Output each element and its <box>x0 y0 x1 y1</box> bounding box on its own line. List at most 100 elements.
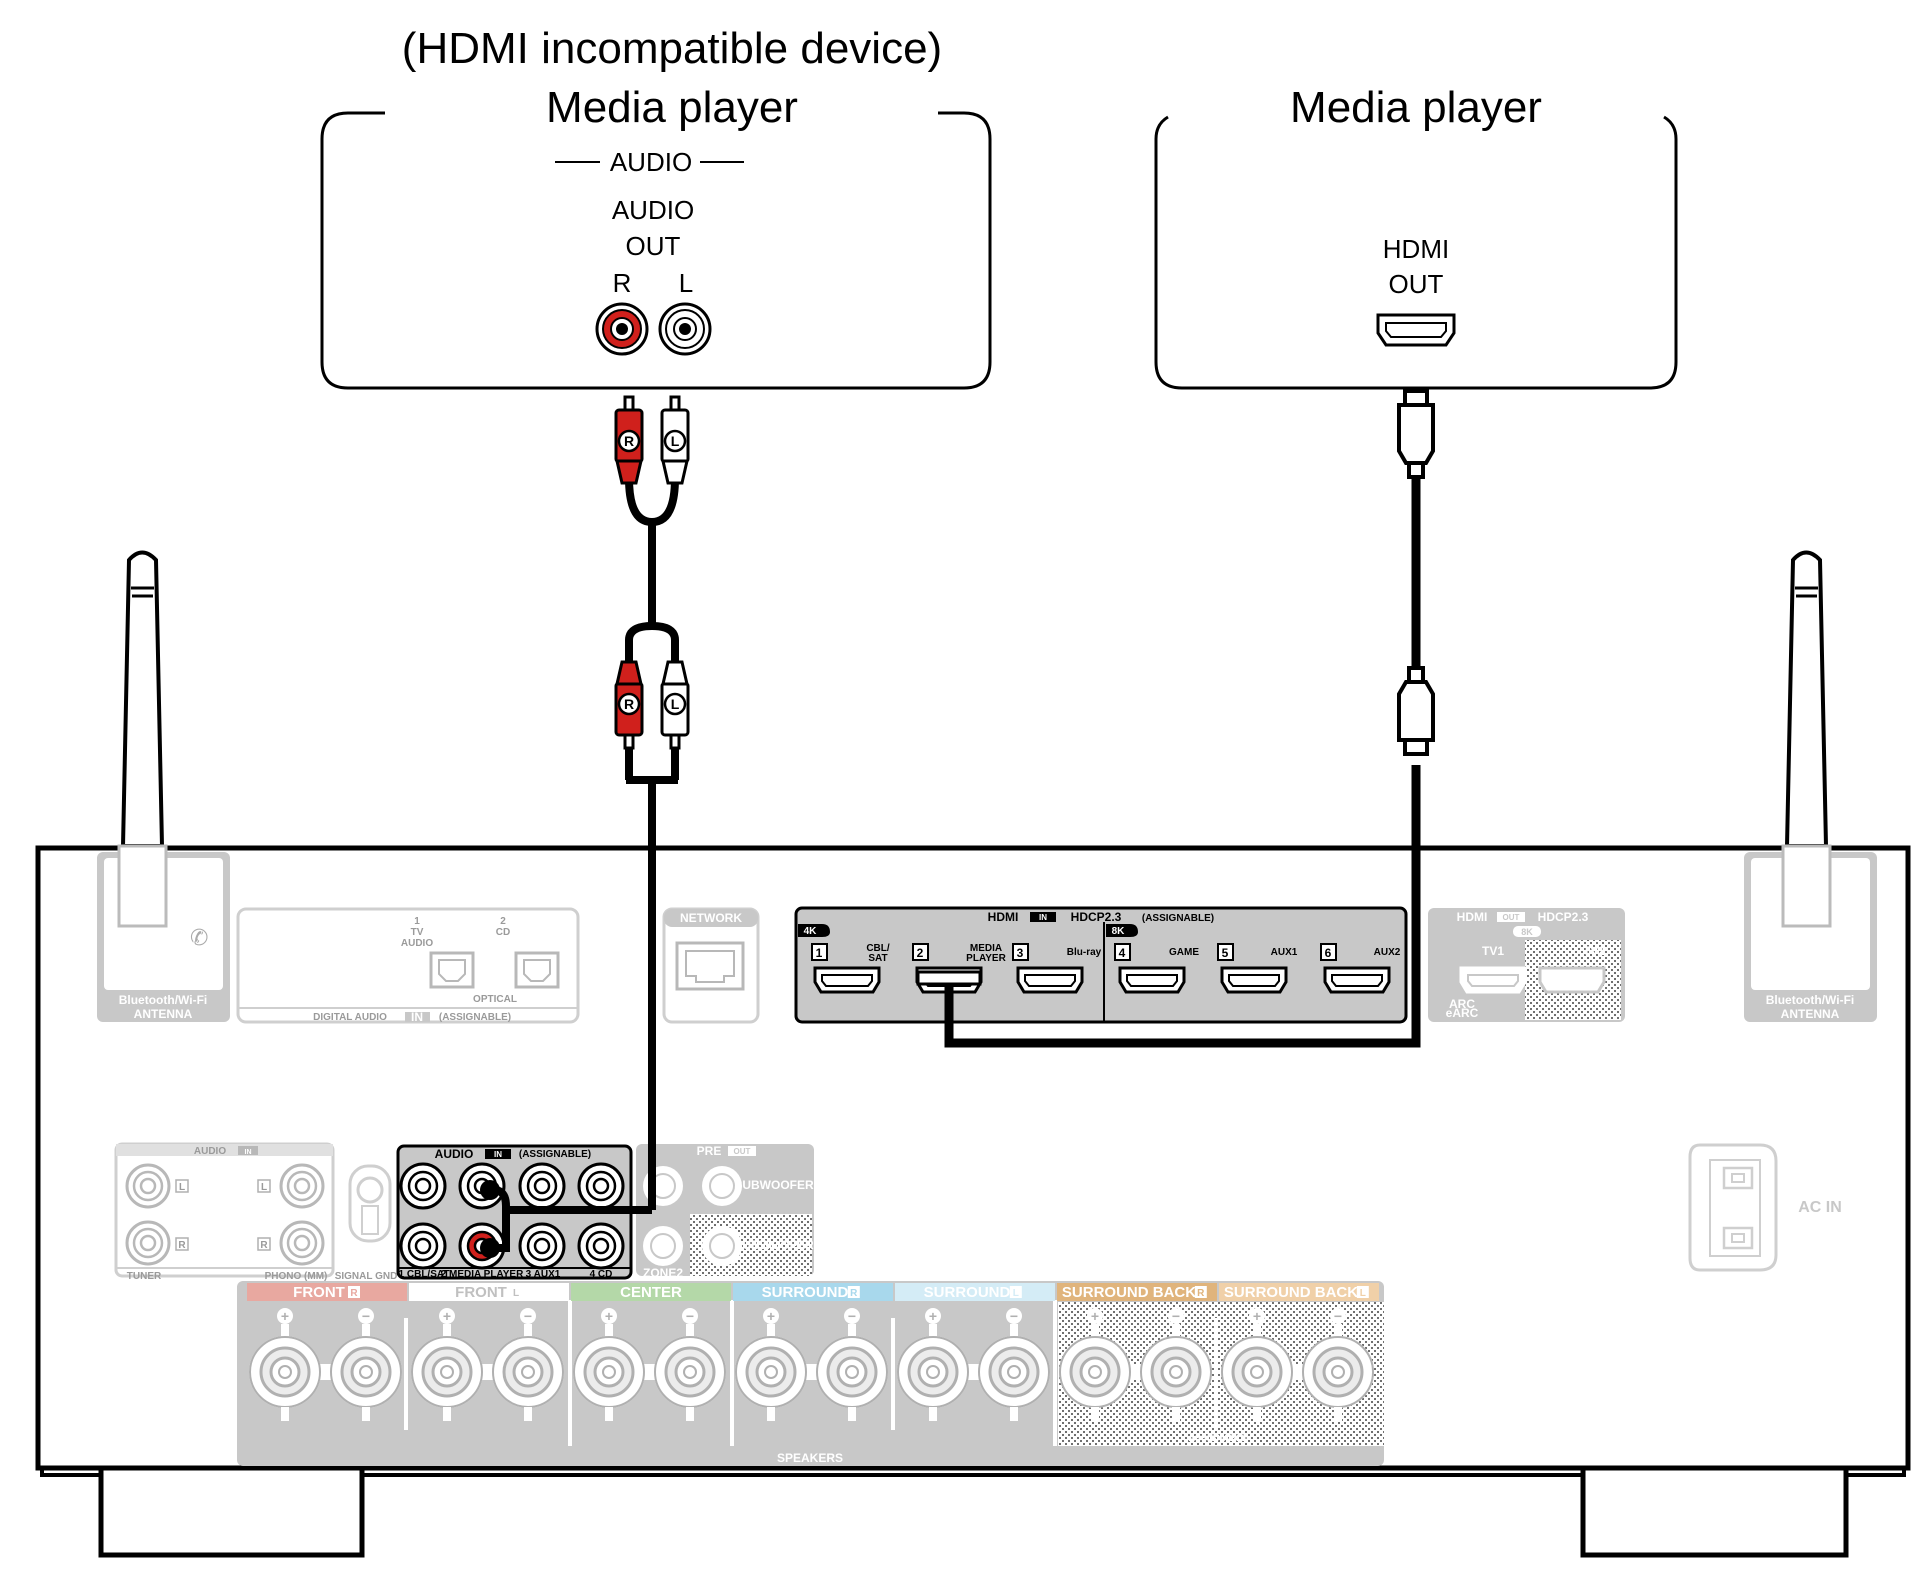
svg-text:Bluetooth/Wi-Fi: Bluetooth/Wi-Fi <box>119 993 208 1007</box>
speaker-channel-side-badge <box>348 1286 360 1298</box>
svg-text:NETWORK: NETWORK <box>680 911 742 925</box>
polarity-symbol: − <box>524 1308 532 1324</box>
polarity-marker <box>601 1308 617 1324</box>
polarity-marker <box>520 1308 536 1324</box>
svg-text:IN: IN <box>494 1150 502 1159</box>
svg-text:SUBWOOFER 2: SUBWOOFER 2 <box>734 1238 824 1252</box>
speaker-channel-side-badge <box>510 1286 522 1298</box>
terminal-stem <box>1334 1407 1342 1421</box>
speaker-binding-post <box>1058 1335 1132 1409</box>
polarity-symbol: − <box>1334 1308 1342 1324</box>
svg-text:2: 2 <box>500 916 506 927</box>
terminal-stem <box>1253 1407 1261 1421</box>
terminal-stem <box>929 1407 937 1421</box>
hdmi-in-panel: HDMI IN HDCP2.3 (ASSIGNABLE) 4K 8K 1 CBL… <box>794 906 1408 1024</box>
svg-text:PRE: PRE <box>697 1144 722 1158</box>
terminal-stem <box>686 1324 694 1338</box>
receiver-foot-left <box>98 1470 365 1558</box>
polarity-marker <box>277 1308 293 1324</box>
svg-text:(ASSIGNABLE): (ASSIGNABLE) <box>1142 913 1214 924</box>
speaker-channel-header <box>1219 1283 1379 1301</box>
speaker-binding-post <box>896 1335 970 1409</box>
terminal-stem <box>1091 1407 1099 1421</box>
speaker-binding-post <box>329 1335 403 1409</box>
speaker-channel-label: SURROUND BACK <box>1062 1284 1196 1301</box>
network-port: NETWORK <box>662 907 760 1024</box>
svg-text:R: R <box>178 1240 186 1251</box>
terminal-stem <box>929 1324 937 1338</box>
channel-l-label: L <box>679 268 693 298</box>
svg-text:L: L <box>671 433 680 449</box>
terminal-stem <box>362 1324 370 1338</box>
terminal-stem <box>443 1324 451 1338</box>
terminal-stem <box>443 1407 451 1421</box>
terminal-stem <box>1091 1324 1099 1338</box>
rca-cable: R L R L <box>480 395 690 1258</box>
audio-out-label-2: OUT <box>626 231 681 261</box>
device-outline <box>320 111 992 390</box>
polarity-marker <box>1168 1308 1184 1324</box>
polarity-symbol: + <box>1091 1308 1099 1324</box>
rca-plug-left-top: L <box>660 395 690 485</box>
digital-audio-in-panel: 1 TV AUDIO 2 CD OPTICAL DIGITAL AUDIO IN… <box>236 907 580 1024</box>
svg-text:OUT: OUT <box>734 1147 751 1156</box>
svg-text:DIGITAL AUDIO: DIGITAL AUDIO <box>313 1012 387 1023</box>
polarity-symbol: + <box>767 1308 775 1324</box>
polarity-marker <box>925 1308 941 1324</box>
speaker-channel-header <box>409 1283 569 1301</box>
svg-text:PHONO (MM): PHONO (MM) <box>265 1271 328 1282</box>
cbl-sat-r-jack <box>399 1222 447 1270</box>
polarity-symbol: + <box>443 1308 451 1324</box>
svg-text:CD: CD <box>496 927 510 938</box>
terminal-stem <box>1253 1324 1261 1338</box>
polarity-symbol: + <box>929 1308 937 1324</box>
rca-plug-right-top: R <box>614 395 644 485</box>
polarity-marker <box>358 1308 374 1324</box>
speaker-channel-side: L <box>1013 1288 1019 1299</box>
receiver-foot-right <box>1580 1470 1849 1558</box>
speaker-binding-post <box>653 1335 727 1409</box>
svg-text:4 CD: 4 CD <box>590 1269 613 1280</box>
polarity-marker <box>1006 1308 1022 1324</box>
svg-text:TV: TV <box>411 927 424 938</box>
speaker-channel-header <box>1057 1283 1217 1301</box>
svg-text:HDMI: HDMI <box>988 910 1019 924</box>
svg-text:IN: IN <box>411 1010 423 1024</box>
svg-text:AC IN: AC IN <box>1798 1199 1842 1216</box>
terminal-stem <box>524 1324 532 1338</box>
svg-text:TV1: TV1 <box>1482 944 1504 958</box>
svg-text:4: 4 <box>1119 946 1126 960</box>
rca-jack-left <box>658 302 712 356</box>
svg-text:8K: 8K <box>1112 926 1126 937</box>
speaker-channel-side-badge <box>1009 1286 1022 1298</box>
svg-text:AUX1: AUX1 <box>1271 947 1298 958</box>
svg-text:OPTICAL: OPTICAL <box>473 994 517 1005</box>
terminal-stem <box>767 1324 775 1338</box>
terminal-stem <box>605 1324 613 1338</box>
speaker-binding-post <box>248 1335 322 1409</box>
terminal-stem <box>281 1324 289 1338</box>
svg-text:Blu-ray: Blu-ray <box>1067 947 1102 958</box>
svg-text:R: R <box>624 696 634 712</box>
hdmi-cable <box>916 389 1435 1048</box>
svg-text:(ASSIGNABLE): (ASSIGNABLE) <box>439 1012 511 1023</box>
svg-text:1: 1 <box>414 916 420 927</box>
device-title: Media player <box>1290 83 1542 132</box>
rca-jack-right <box>595 302 649 356</box>
terminal-stem <box>767 1407 775 1421</box>
speaker-binding-post <box>815 1335 889 1409</box>
svg-text:L: L <box>671 696 680 712</box>
speaker-channel-side: R <box>350 1288 358 1299</box>
svg-text:3 AUX1: 3 AUX1 <box>526 1269 561 1280</box>
svg-text:2: 2 <box>917 946 924 960</box>
svg-text:PLAYER: PLAYER <box>966 953 1006 964</box>
polarity-symbol: − <box>1172 1308 1180 1324</box>
terminal-stem <box>1172 1324 1180 1338</box>
speaker-channel-side-badge <box>847 1286 860 1298</box>
svg-text:R: R <box>260 1240 268 1251</box>
polarity-marker <box>763 1308 779 1324</box>
svg-text:MEDIA: MEDIA <box>970 943 1002 954</box>
svg-text:ASSIGNABLE: ASSIGNABLE <box>1188 1433 1247 1443</box>
polarity-marker <box>682 1308 698 1324</box>
hdmi-out-label-1: HDMI <box>1383 234 1449 264</box>
